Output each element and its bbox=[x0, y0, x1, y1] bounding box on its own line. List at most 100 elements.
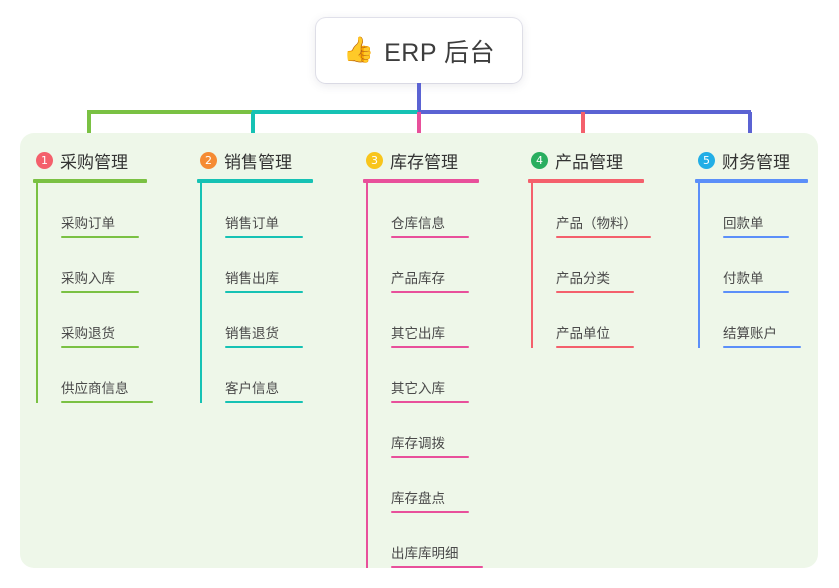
branch-item-label: 产品分类 bbox=[556, 270, 610, 286]
connector-drop-4 bbox=[581, 112, 585, 142]
branch-spine bbox=[698, 183, 700, 348]
branch-item[interactable]: 其它入库 bbox=[366, 348, 483, 403]
connector-drop-5 bbox=[748, 112, 752, 142]
branch-column-2[interactable]: 2 销售管理销售订单销售出库销售退货客户信息 bbox=[197, 147, 313, 403]
branch-item-underline bbox=[225, 291, 303, 293]
branch-item-label: 其它入库 bbox=[391, 380, 445, 396]
thumbs-up-icon: 👍 bbox=[342, 36, 375, 64]
branch-item[interactable]: 出库库明细 bbox=[366, 513, 483, 568]
branch-item-underline bbox=[556, 346, 634, 348]
branch-number-badge: 2 bbox=[200, 151, 217, 169]
branch-item-label: 采购退货 bbox=[61, 325, 115, 341]
branch-number-badge: 5 bbox=[698, 151, 715, 169]
branch-items: 采购订单采购入库采购退货供应商信息 bbox=[33, 183, 153, 403]
branch-items: 销售订单销售出库销售退货客户信息 bbox=[197, 183, 313, 403]
branch-items: 回款单付款单结算账户 bbox=[695, 183, 808, 348]
connector-drop-1 bbox=[87, 112, 91, 142]
branch-column-1[interactable]: 1 采购管理采购订单采购入库采购退货供应商信息 bbox=[33, 147, 153, 403]
branch-item-underline bbox=[61, 291, 139, 293]
branch-item[interactable]: 产品单位 bbox=[531, 293, 651, 348]
mindmap-panel bbox=[20, 133, 818, 568]
branch-item[interactable]: 销售退货 bbox=[200, 293, 313, 348]
branch-item[interactable]: 产品分类 bbox=[531, 238, 651, 293]
branch-item[interactable]: 产品（物料） bbox=[531, 183, 651, 238]
branch-item[interactable]: 采购订单 bbox=[36, 183, 153, 238]
branch-item-label: 结算账户 bbox=[723, 325, 777, 341]
branch-column-3[interactable]: 3 库存管理仓库信息产品库存其它出库其它入库库存调拨库存盘点出库库明细 bbox=[363, 147, 483, 568]
branch-header-2[interactable]: 2 销售管理 bbox=[197, 147, 313, 173]
branch-item-underline bbox=[723, 291, 789, 293]
branch-item[interactable]: 结算账户 bbox=[698, 293, 808, 348]
branch-item-label: 仓库信息 bbox=[391, 215, 445, 231]
branch-item-label: 库存调拨 bbox=[391, 435, 445, 451]
branch-underline bbox=[33, 179, 147, 183]
branch-title: 财务管理 bbox=[722, 152, 790, 172]
branch-item-label: 销售退货 bbox=[225, 325, 279, 341]
branch-item-underline bbox=[391, 236, 469, 238]
branch-item[interactable]: 库存盘点 bbox=[366, 458, 483, 513]
branch-item-underline bbox=[723, 236, 789, 238]
branch-item[interactable]: 库存调拨 bbox=[366, 403, 483, 458]
branch-item-label: 供应商信息 bbox=[61, 380, 129, 396]
branch-item[interactable]: 付款单 bbox=[698, 238, 808, 293]
branch-item[interactable]: 客户信息 bbox=[200, 348, 313, 403]
branch-item-underline bbox=[556, 291, 634, 293]
branch-item-underline bbox=[391, 456, 469, 458]
branch-item-label: 库存盘点 bbox=[391, 490, 445, 506]
branch-item-underline bbox=[61, 346, 139, 348]
branch-item[interactable]: 其它出库 bbox=[366, 293, 483, 348]
branch-spine bbox=[366, 183, 368, 568]
branch-item-label: 产品（物料） bbox=[556, 215, 637, 231]
branch-underline bbox=[197, 179, 313, 183]
branch-items: 产品（物料） 产品分类产品单位 bbox=[528, 183, 651, 348]
branch-item-label: 产品库存 bbox=[391, 270, 445, 286]
branch-item-label: 其它出库 bbox=[391, 325, 445, 341]
branch-item-label: 销售出库 bbox=[225, 270, 279, 286]
branch-underline bbox=[363, 179, 479, 183]
branch-column-5[interactable]: 5 财务管理回款单付款单结算账户 bbox=[695, 147, 808, 348]
branch-header-5[interactable]: 5 财务管理 bbox=[695, 147, 808, 173]
branch-number-badge: 1 bbox=[36, 151, 53, 169]
branch-item[interactable]: 仓库信息 bbox=[366, 183, 483, 238]
connector-drop-3 bbox=[417, 112, 421, 142]
branch-item-underline bbox=[723, 346, 801, 348]
branch-title: 采购管理 bbox=[60, 152, 128, 172]
branch-item[interactable]: 产品库存 bbox=[366, 238, 483, 293]
branch-item[interactable]: 采购退货 bbox=[36, 293, 153, 348]
branch-title: 销售管理 bbox=[224, 152, 292, 172]
branch-item[interactable]: 供应商信息 bbox=[36, 348, 153, 403]
root-title: ERP 后台 bbox=[384, 38, 496, 67]
root-node[interactable]: 👍 ERP 后台 bbox=[316, 18, 522, 83]
branch-item[interactable]: 采购入库 bbox=[36, 238, 153, 293]
connector-segment-2 bbox=[252, 110, 419, 114]
branch-header-1[interactable]: 1 采购管理 bbox=[33, 147, 153, 173]
root-stem-connector bbox=[417, 83, 421, 113]
branch-item-label: 客户信息 bbox=[225, 380, 279, 396]
branch-underline bbox=[528, 179, 644, 183]
connector-segment-1 bbox=[87, 110, 253, 114]
branch-title: 库存管理 bbox=[390, 152, 458, 172]
branch-spine bbox=[531, 183, 533, 348]
branch-spine bbox=[200, 183, 202, 403]
branch-item-label: 回款单 bbox=[723, 215, 764, 231]
branch-header-3[interactable]: 3 库存管理 bbox=[363, 147, 483, 173]
branch-item-underline bbox=[391, 291, 469, 293]
branch-item-label: 销售订单 bbox=[225, 215, 279, 231]
branch-item-underline bbox=[391, 346, 469, 348]
branch-item-label: 付款单 bbox=[723, 270, 764, 286]
branch-item[interactable]: 销售出库 bbox=[200, 238, 313, 293]
branch-item-label: 采购入库 bbox=[61, 270, 115, 286]
connector-drop-2 bbox=[251, 112, 255, 142]
branch-item[interactable]: 回款单 bbox=[698, 183, 808, 238]
branch-item-label: 采购订单 bbox=[61, 215, 115, 231]
branch-underline bbox=[695, 179, 808, 183]
branch-number-badge: 3 bbox=[366, 151, 383, 169]
branch-item-underline bbox=[225, 346, 303, 348]
branch-item[interactable]: 销售订单 bbox=[200, 183, 313, 238]
branch-title: 产品管理 bbox=[555, 152, 623, 172]
branch-item-underline bbox=[61, 236, 139, 238]
branch-item-underline bbox=[391, 401, 469, 403]
branch-item-underline bbox=[391, 511, 469, 513]
